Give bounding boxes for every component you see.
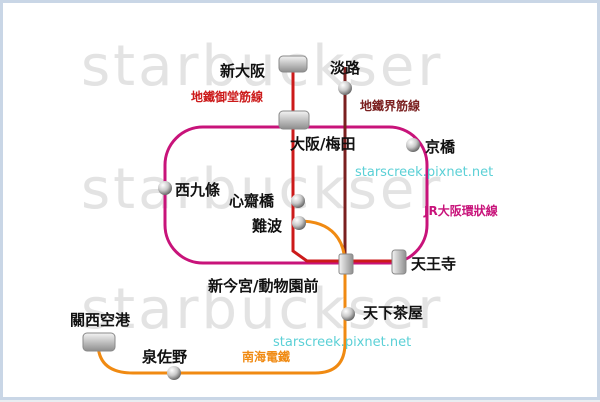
station-marker-nishikujo[interactable] — [158, 181, 172, 195]
credit-text-lower: starscreek.pixnet.net — [273, 335, 411, 350]
station-label-nishikujo: 西九條 — [175, 181, 221, 199]
station-label-tengachaya: 天下茶屋 — [363, 304, 423, 322]
station-label-umeda: 大阪/梅田 — [290, 135, 355, 153]
line-label-midosuji: 地鐵御堂筋線 — [191, 89, 263, 104]
station-label-shin-imamiya: 新今宮/動物園前 — [208, 277, 318, 295]
nankai-line — [96, 219, 347, 375]
line-label-sakaisuji: 地鐵界筋線 — [360, 98, 420, 113]
station-label-awaji: 淡路 — [330, 59, 361, 77]
watermark-text-1: starbuckser — [81, 34, 443, 99]
credit-text-upper: starscreek.pixnet.net — [355, 165, 493, 180]
station-marker-awaji[interactable] — [338, 81, 352, 95]
line-label-jr-loop: JR大阪環狀線 — [423, 203, 498, 218]
station-label-izumisano: 泉佐野 — [141, 348, 187, 366]
station-marker-kansai-airport[interactable] — [82, 332, 116, 352]
watermark: starbuckser starbuckser starbuckser — [81, 34, 443, 342]
station-marker-shin-imamiya[interactable] — [338, 253, 354, 275]
station-marker-kyobashi[interactable] — [406, 138, 420, 152]
station-label-shinsaibashi: 心齋橋 — [229, 192, 275, 210]
station-label-shin-osaka: 新大阪 — [220, 62, 266, 80]
station-label-tennoji: 天王寺 — [411, 255, 456, 273]
station-marker-shinsaibashi[interactable] — [291, 194, 305, 208]
station-marker-tennoji[interactable] — [391, 249, 407, 275]
station-marker-tengachaya[interactable] — [341, 307, 355, 321]
station-label-kansai-airport: 關西空港 — [70, 311, 131, 329]
station-marker-izumisano[interactable] — [167, 366, 181, 380]
watermark-text-2: starbuckser — [81, 157, 443, 222]
osaka-rail-map: starbuckser starbuckser starbuckser 新大阪 … — [70, 34, 498, 380]
watermark-text-3: starbuckser — [81, 277, 443, 342]
station-label-kyobashi: 京橋 — [425, 138, 456, 156]
station-label-namba: 難波 — [252, 217, 283, 235]
station-marker-shin-osaka[interactable] — [278, 55, 308, 73]
station-marker-namba[interactable] — [292, 216, 306, 230]
station-marker-umeda[interactable] — [278, 110, 310, 130]
line-label-nankai: 南海電鐵 — [242, 349, 290, 364]
